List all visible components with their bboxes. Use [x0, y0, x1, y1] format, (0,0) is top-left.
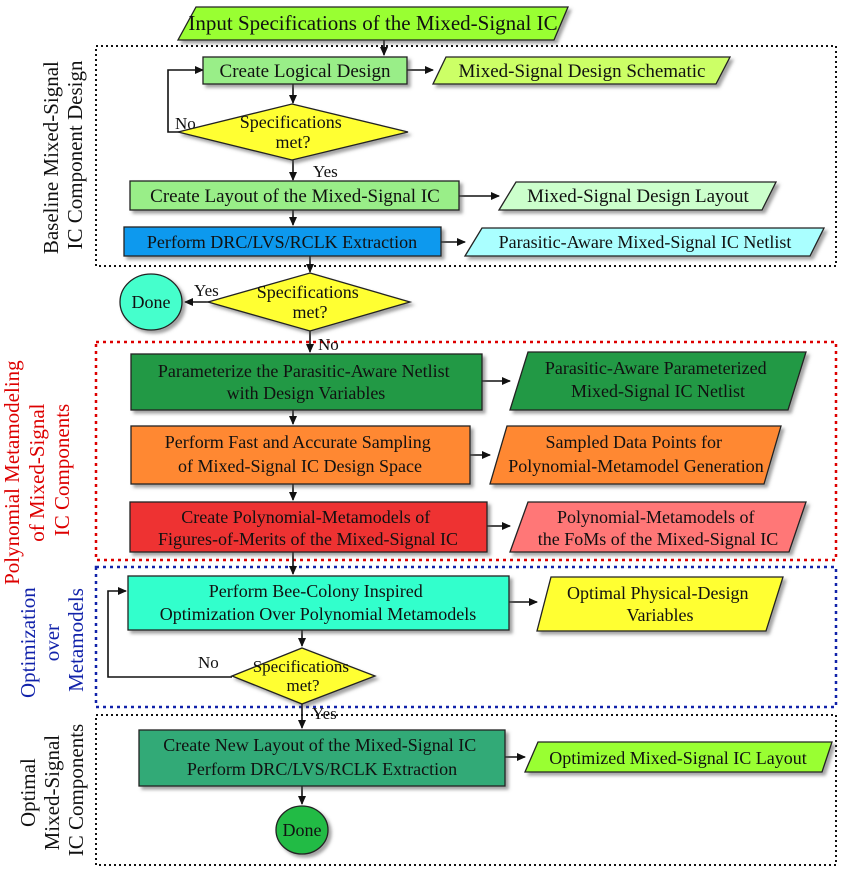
section-box-polynomial — [94, 340, 838, 562]
section-label-polynomial-line3: IC Components — [50, 404, 74, 536]
node-parasitic-netlist — [463, 227, 826, 257]
node-input-specs — [176, 6, 569, 41]
node-create-logical — [202, 56, 408, 85]
nodes — [119, 6, 833, 855]
node-perform-drc — [123, 226, 442, 257]
text-fom-metamodels: Polynomial-Metamodels of the FoMs of the… — [538, 507, 779, 549]
node-bee-colony — [127, 575, 510, 631]
text-optimal-vars-line2: Variables — [627, 605, 694, 625]
node-optimized-layout — [524, 741, 833, 773]
text-bee-colony-line1: Perform Bee-Colony Inspired — [209, 581, 423, 601]
node-create-layout — [129, 180, 460, 211]
section-label-optimization: Optimization over Metamodels — [16, 582, 88, 698]
node-texts: Input Specifications of the Mixed-Signal… — [132, 11, 807, 840]
text-parasitic-netlist: Parasitic-Aware Mixed-Signal IC Netlist — [499, 232, 792, 252]
section-label-polynomial-line2: of Mixed-Signal — [25, 403, 49, 541]
text-new-layout-line1: Create New Layout of the Mixed-Signal IC — [163, 735, 476, 755]
section-label-optimal: Optimal Mixed-Signal IC Components — [16, 724, 88, 856]
section-label-optimal-line1: Optimal — [16, 758, 40, 827]
section-label-optimal-line2: Mixed-Signal — [40, 735, 64, 851]
text-decision3-line2: met? — [286, 676, 319, 695]
text-param-netlist: Parasitic-Aware Parameterized Mixed-Sign… — [545, 358, 771, 401]
node-param-netlist — [509, 351, 807, 411]
section-label-optimal-line3: IC Components — [64, 724, 88, 856]
edge-label-yes-2: Yes — [194, 281, 219, 300]
node-sampled-points — [489, 425, 782, 485]
node-decision3 — [230, 647, 377, 705]
text-perform-drc: Perform DRC/LVS/RCLK Extraction — [147, 232, 417, 252]
text-new-layout-line2: Perform DRC/LVS/RCLK Extraction — [187, 759, 457, 779]
section-label-baseline-line2: IC Component Design — [63, 60, 87, 249]
text-create-metamodels-line1: Create Polynomial-Metamodels of — [181, 507, 430, 527]
text-input-specs: Input Specifications of the Mixed-Signal… — [188, 11, 557, 35]
text-decision1: Specifications met? — [240, 112, 346, 152]
section-box-baseline — [95, 45, 837, 267]
text-decision1-line1: Specifications — [240, 112, 342, 132]
text-decision2-line2: met? — [293, 302, 328, 322]
text-create-metamodels: Create Polynomial-Metamodels of Figures-… — [158, 507, 458, 549]
text-sampling-line2: of Mixed-Signal IC Design Space — [178, 456, 422, 476]
edge-label-yes-3: Yes — [312, 704, 337, 723]
text-new-layout: Create New Layout of the Mixed-Signal IC… — [163, 735, 480, 779]
text-bee-colony-line2: Optimization Over Polynomial Metamodels — [160, 604, 476, 624]
section-box-optimal — [95, 714, 837, 866]
node-done2 — [275, 805, 329, 855]
text-schematic: Mixed-Signal Design Schematic — [459, 61, 706, 82]
edge-label-yes-1: Yes — [313, 162, 338, 181]
edge-label-no-3: No — [198, 653, 219, 672]
node-fom-metamodels — [509, 501, 807, 553]
text-fom-metamodels-line1: Polynomial-Metamodels of — [557, 507, 754, 527]
text-create-layout: Create Layout of the Mixed-Signal IC — [150, 186, 440, 207]
text-sampling-line1: Perform Fast and Accurate Sampling — [165, 432, 431, 452]
text-parameterize: Parameterize the Parasitic-Aware Netlist… — [158, 361, 454, 403]
section-label-baseline-line1: Baseline Mixed-Signal — [39, 61, 63, 254]
node-schematic — [431, 56, 732, 85]
text-design-layout: Mixed-Signal Design Layout — [527, 186, 749, 207]
section-label-baseline: Baseline Mixed-Signal IC Component Desig… — [39, 56, 87, 254]
text-sampled-points: Sampled Data Points for Polynomial-Metam… — [508, 432, 763, 476]
text-sampled-points-line1: Sampled Data Points for — [546, 432, 722, 452]
text-done1: Done — [132, 292, 171, 312]
text-sampling: Perform Fast and Accurate Sampling of Mi… — [165, 432, 435, 476]
text-parameterize-line1: Parameterize the Parasitic-Aware Netlist — [158, 361, 450, 381]
text-sampled-points-line2: Polynomial-Metamodel Generation — [508, 456, 763, 476]
connectors — [107, 40, 538, 805]
text-create-logical: Create Logical Design — [220, 61, 391, 82]
node-new-layout — [138, 729, 506, 787]
text-decision1-line2: met? — [276, 132, 311, 152]
node-done1 — [119, 273, 183, 331]
text-optimal-vars: Optimal Physical-Design Variables — [567, 583, 753, 625]
section-label-polynomial: Polynomial Metamodeling of Mixed-Signal … — [0, 355, 74, 585]
text-decision2-line1: Specifications — [257, 282, 359, 302]
section-box-optimization — [94, 565, 838, 709]
text-decision2: Specifications met? — [257, 282, 363, 322]
node-parameterize — [130, 353, 483, 411]
node-create-metamodels — [129, 501, 488, 553]
node-decision2 — [205, 272, 413, 332]
section-label-optimization-line2: over — [40, 624, 64, 661]
section-label-optimization-line1: Optimization — [16, 587, 40, 698]
node-sampling — [130, 425, 471, 485]
text-optimal-vars-line1: Optimal Physical-Design — [567, 583, 748, 603]
node-optimal-vars — [536, 576, 784, 632]
section-label-optimization-line3: Metamodels — [64, 588, 88, 692]
text-optimized-layout: Optimized Mixed-Signal IC Layout — [549, 748, 806, 768]
section-label-polynomial-line1: Polynomial Metamodeling — [0, 360, 24, 585]
text-decision3: Specifications met? — [253, 657, 354, 695]
text-fom-metamodels-line2: the FoMs of the Mixed-Signal IC — [538, 529, 779, 549]
text-done2: Done — [283, 820, 322, 840]
text-param-netlist-line2: Mixed-Signal IC Netlist — [571, 381, 745, 401]
text-decision3-line1: Specifications — [253, 657, 349, 676]
node-decision1 — [177, 103, 409, 161]
edge-no-loop-3 — [107, 587, 232, 678]
text-parameterize-line2: with Design Variables — [227, 383, 386, 403]
text-param-netlist-line1: Parasitic-Aware Parameterized — [545, 358, 767, 378]
text-create-metamodels-line2: Figures-of-Merits of the Mixed-Signal IC — [158, 529, 458, 549]
node-design-layout — [497, 181, 778, 211]
edge-label-no-2: No — [318, 335, 339, 354]
text-bee-colony: Perform Bee-Colony Inspired Optimization… — [160, 581, 476, 624]
